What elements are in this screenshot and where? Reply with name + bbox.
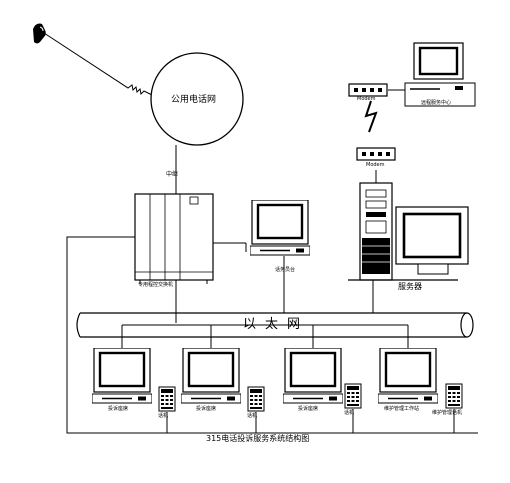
remote-terminal-label: 远程服务中心 [421, 100, 452, 106]
modem-icon [348, 83, 388, 97]
seat-2-pc-label: 投诉座席 [196, 406, 217, 412]
telephone-icon [344, 383, 362, 409]
operator-workstation [250, 200, 310, 256]
modem-bottom-label: Modem [366, 162, 385, 168]
seat-3-phone-label: 话机 [344, 410, 355, 416]
seat-1 [92, 348, 176, 412]
seat-1-phone-label: 话机 [158, 413, 169, 419]
pc-icon [181, 348, 241, 404]
modem-icon [356, 147, 396, 161]
phone-bus [66, 236, 478, 434]
pc-icon [92, 348, 152, 404]
modem-top-label: Modem [357, 96, 376, 102]
seat-4-phone-label: 维护管理话机 [432, 410, 463, 416]
seat-3-pc-label: 投诉座席 [298, 406, 319, 412]
pc-icon [283, 348, 343, 404]
seat-2-phone-label: 话机 [247, 413, 258, 419]
seat-2 [181, 348, 265, 412]
pstn-label: 公用电话网 [171, 95, 217, 105]
server-label: 服务器 [398, 282, 422, 291]
telephone-icon [158, 386, 176, 412]
telephone-icon [445, 383, 463, 409]
remote-terminal [404, 42, 476, 107]
seat-1-pc-label: 投诉座席 [108, 406, 129, 412]
server [348, 182, 469, 281]
seat-3 [283, 348, 362, 409]
handset-icon [33, 23, 46, 44]
switch-label: 专用程控交换机 [138, 282, 174, 288]
pbx-switch [134, 193, 214, 284]
pc-icon [378, 348, 438, 404]
pstn-cloud [150, 52, 244, 146]
seat-4 [378, 348, 463, 409]
modem-link [364, 100, 378, 133]
wireless-link [43, 32, 167, 103]
diagram-caption: 315电话投诉服务系统结构图 [206, 434, 310, 443]
trunk-label: 中继 [166, 171, 179, 178]
workstation-label: 话务员台 [275, 267, 296, 273]
telephone-icon [247, 386, 265, 412]
ethernet-label: 以太网 [243, 317, 310, 332]
seat-4-pc-label: 维护管理工作站 [384, 406, 420, 412]
